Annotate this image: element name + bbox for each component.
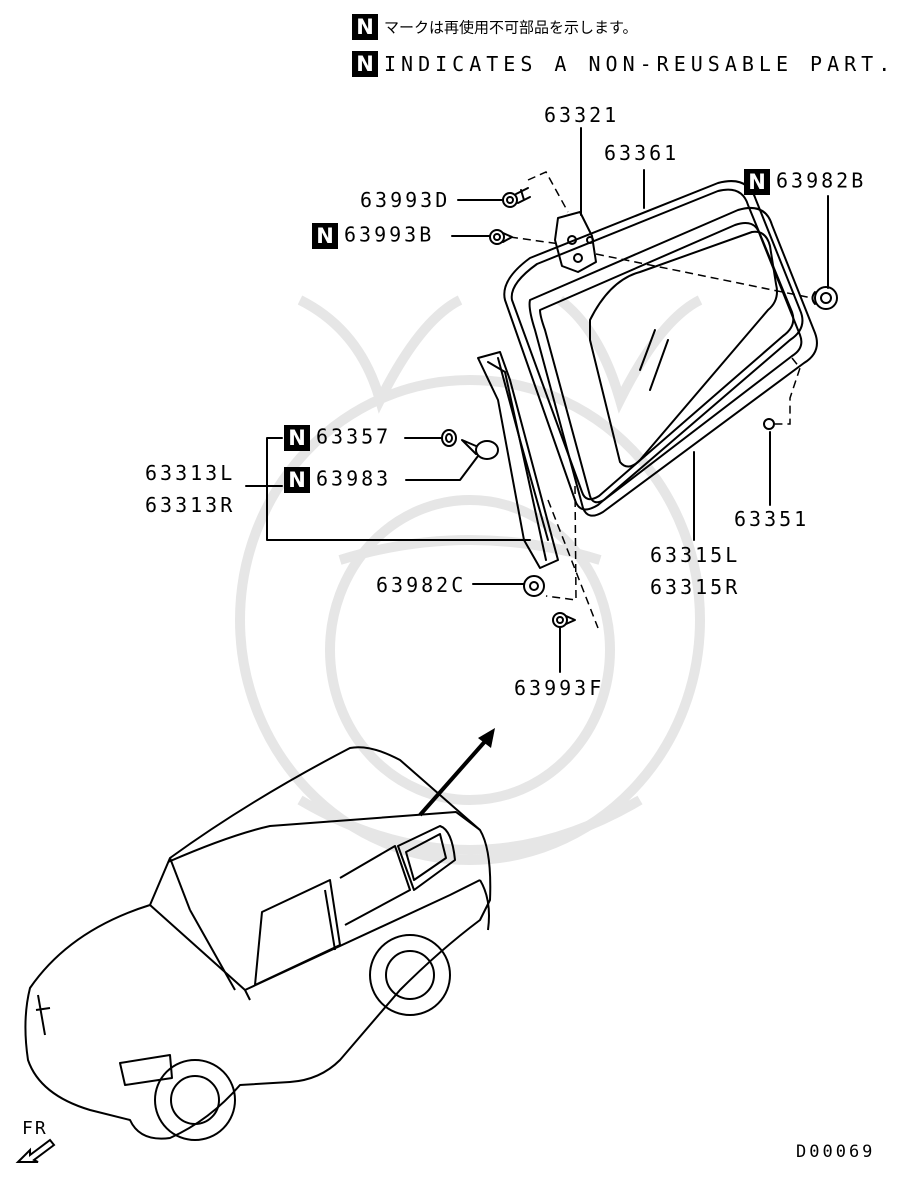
- part-label-63993F: 63993F: [514, 676, 605, 700]
- watermark-emblem: [235, 295, 705, 865]
- non-reusable-icon: N: [284, 467, 310, 493]
- part-label-63361: 63361: [604, 141, 680, 165]
- part-label-63315R: 63315R: [650, 575, 741, 599]
- part-label-63351: 63351: [734, 507, 810, 531]
- nut-63993F: [552, 612, 576, 628]
- location-arrow: [418, 728, 495, 817]
- part-label-63313L: 63313L: [145, 461, 236, 485]
- non-reusable-icon: N: [312, 223, 338, 249]
- part-label-63993D: 63993D: [360, 188, 451, 212]
- part-label-63982C: 63982C: [376, 573, 467, 597]
- part-label-63315L: 63315L: [650, 543, 741, 567]
- bolt-63993D: [502, 187, 531, 208]
- nut-63993B: [489, 229, 513, 245]
- clip-63982B: [811, 286, 838, 310]
- non-reusable-icon: N: [352, 51, 378, 77]
- non-reusable-icon: N: [744, 169, 770, 195]
- grommet-63357: [441, 429, 457, 447]
- legend-en-text: INDICATES A NON-REUSABLE PART.: [384, 52, 896, 76]
- non-reusable-icon: N: [352, 14, 378, 40]
- legend-jp: N マークは再使用不可部品を示します。: [352, 14, 638, 40]
- pillar-trim-63313: [477, 351, 559, 569]
- legend-jp-text: マークは再使用不可部品を示します。: [384, 18, 638, 37]
- spacer-63351: [763, 418, 775, 430]
- leader-63983: [405, 455, 479, 481]
- vehicle-outline: [24, 746, 492, 1141]
- front-direction-arrow: [15, 1138, 56, 1163]
- clip-63982C: [523, 575, 545, 597]
- clip-63983: [461, 439, 499, 460]
- hinge-63321: [554, 211, 597, 273]
- front-direction-label: FR: [22, 1118, 48, 1139]
- leader-63313: [245, 437, 531, 541]
- diagram-code: D00069: [796, 1142, 876, 1162]
- part-label-63313R: 63313R: [145, 493, 236, 517]
- part-label-63321: 63321: [544, 103, 620, 127]
- non-reusable-icon: N: [284, 425, 310, 451]
- quarter-glass-63315: [528, 206, 818, 517]
